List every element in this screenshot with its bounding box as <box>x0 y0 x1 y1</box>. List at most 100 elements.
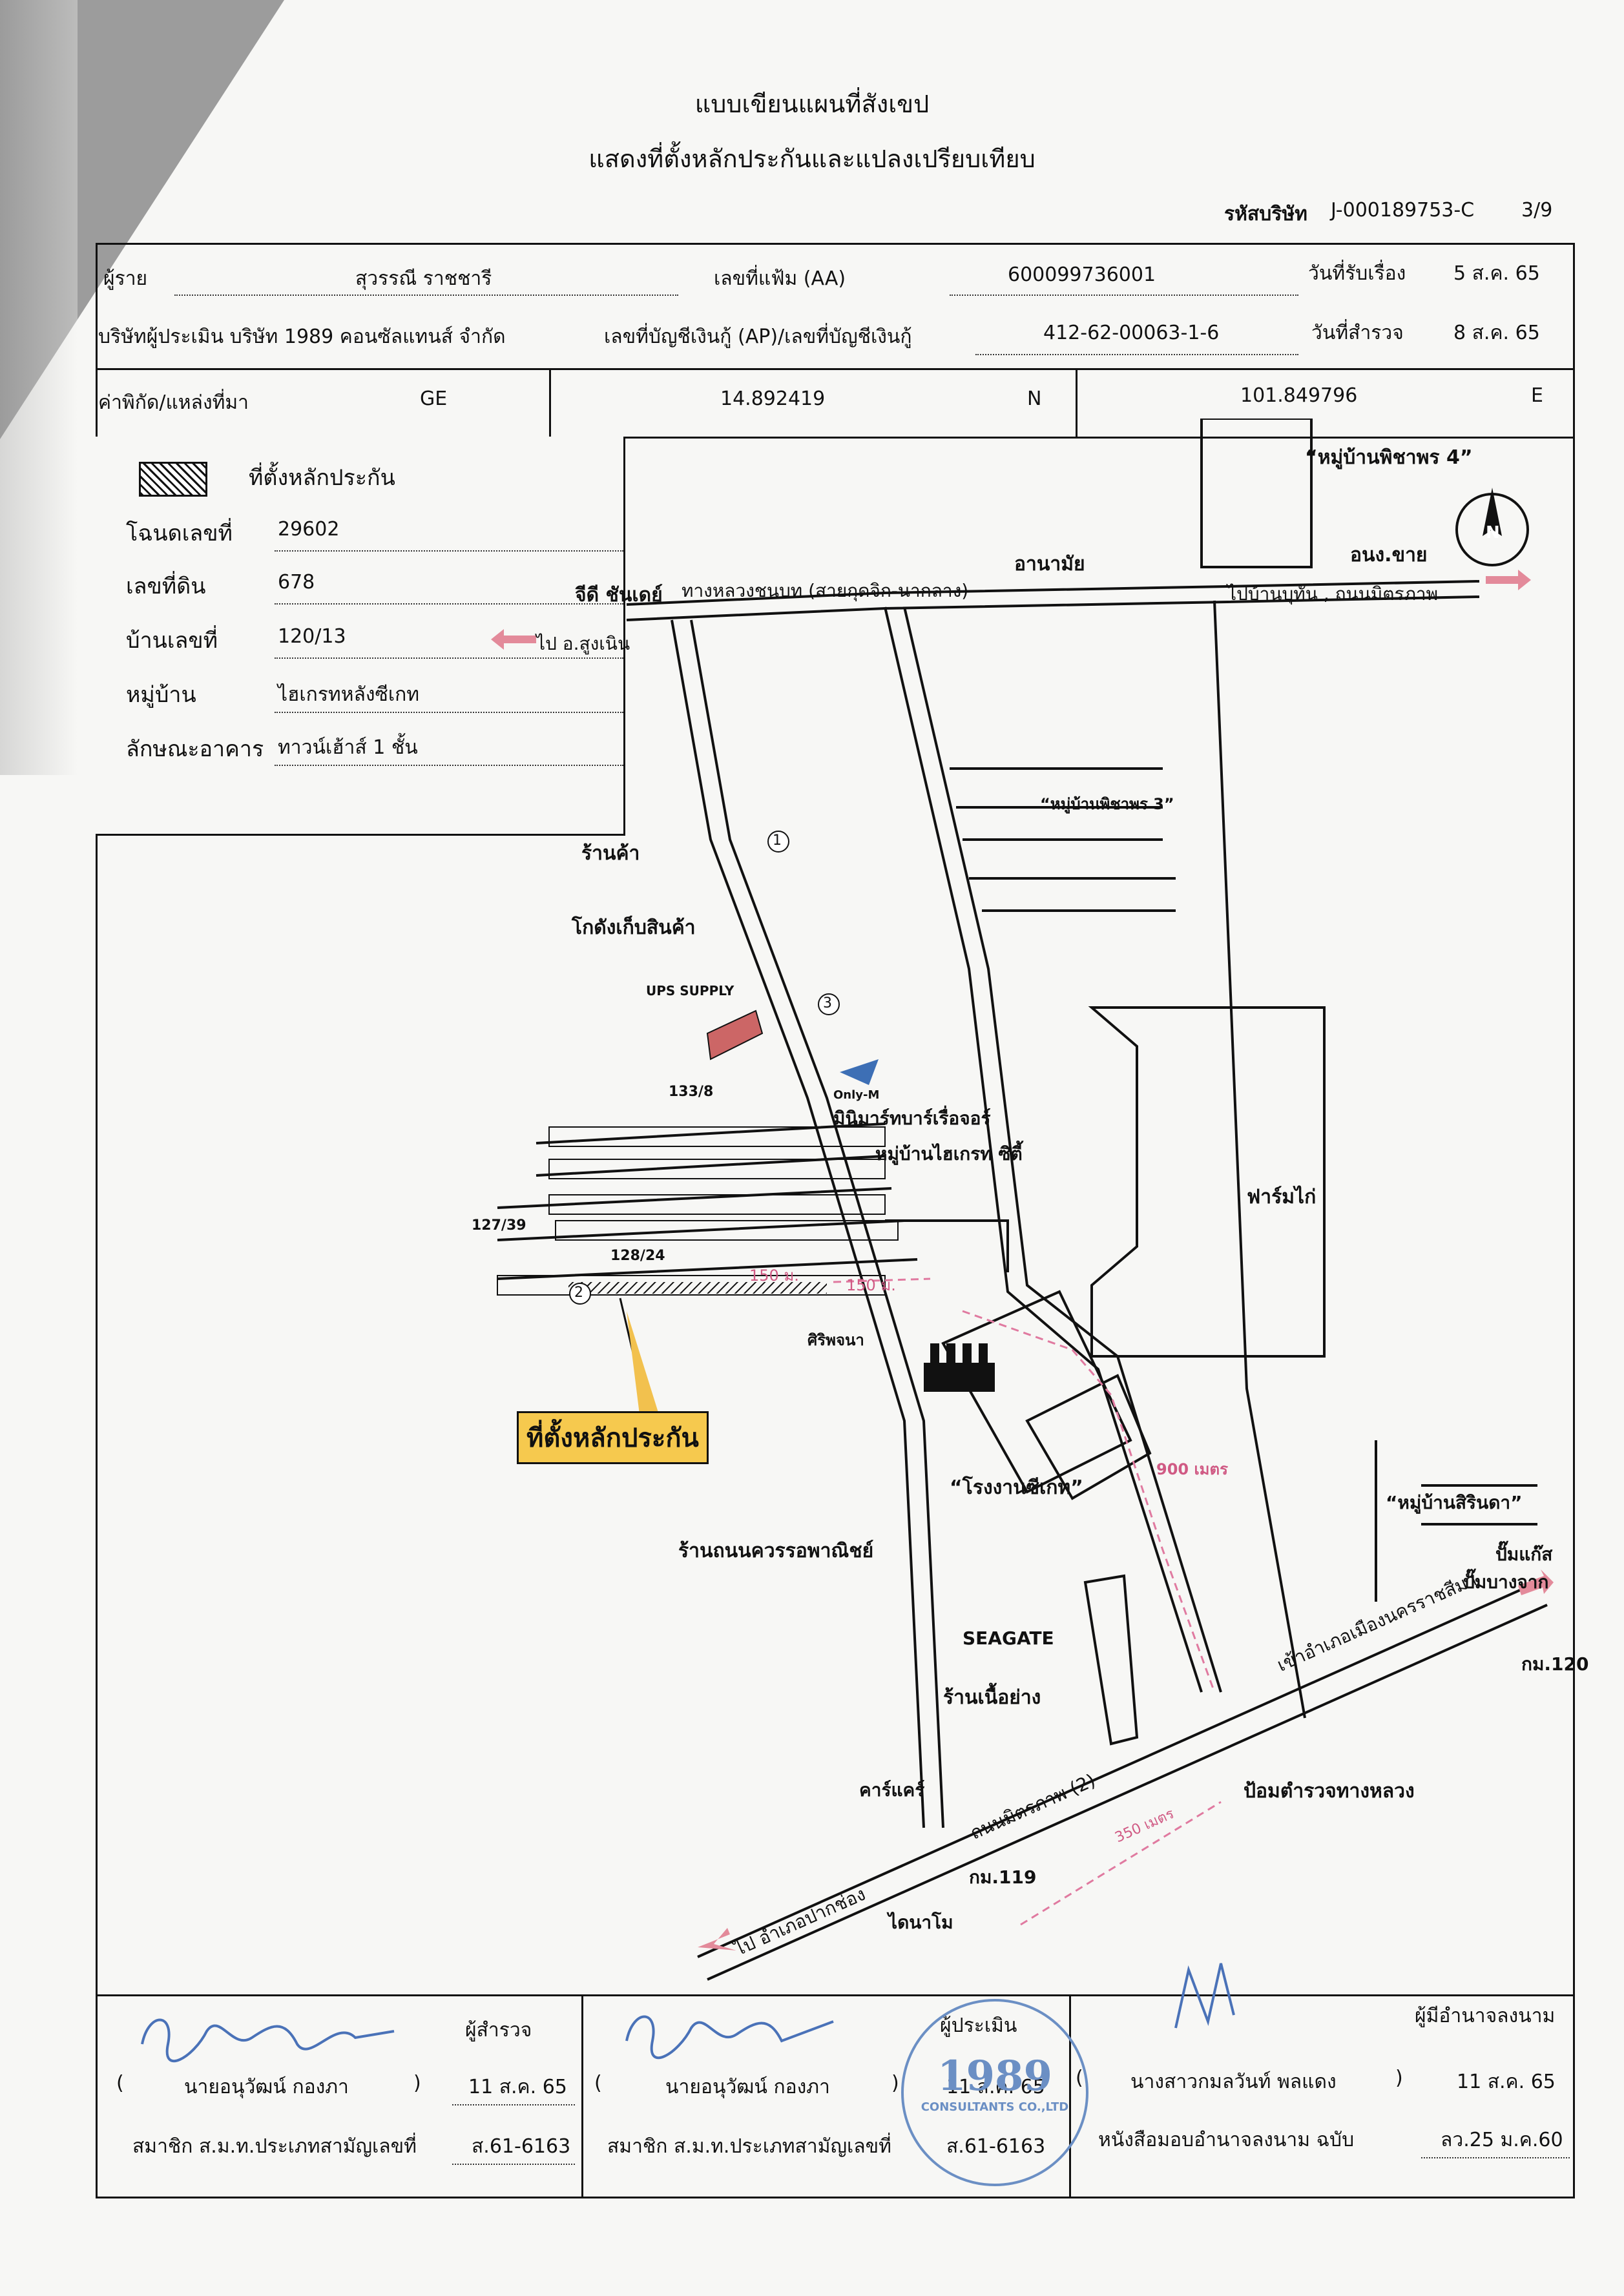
village-name: ไฮเกรทหลังซีเกท <box>278 683 420 706</box>
scan-shadow-edge <box>0 0 78 775</box>
main-road <box>884 606 1203 1693</box>
customer-label: ผู้ราย <box>103 267 148 290</box>
label-noodle: ร้านเนื้อย่าง <box>943 1686 1041 1709</box>
dotted-line <box>452 2104 575 2105</box>
surveyor-label: ผู้สำรวจ <box>465 2019 532 2042</box>
label-restaurant: ร้านถนนควรรอพาณิชย์ <box>678 1540 874 1562</box>
rural-road <box>626 580 1480 606</box>
survey-date: 8 ส.ค. 65 <box>1453 322 1540 344</box>
house-label: บ้านเลขที่ <box>126 628 218 654</box>
company-code-label: รหัสบริษัท <box>1224 203 1307 225</box>
page-number: 3/9 <box>1521 199 1553 222</box>
distance-line <box>833 1277 931 1283</box>
label-ups: UPS SUPPLY <box>646 983 734 998</box>
marker-circle <box>767 831 789 853</box>
latitude: 14.892419 <box>720 388 826 410</box>
latitude-dir: N <box>1027 388 1042 410</box>
chicken-farm-outline <box>1088 1006 1326 1358</box>
label-higreat-city: หมู่บ้านไฮเกรท ซิตี้ <box>875 1143 1023 1164</box>
company-code: J-000189753-C <box>1331 199 1475 222</box>
dotted-line <box>975 354 1298 355</box>
deed-label: โฉนดเลขที่ <box>126 521 233 546</box>
label-village-sirinda: “หมู่บ้านสิรินดา” <box>1386 1492 1523 1513</box>
village3-streets <box>950 767 1176 912</box>
label-sripattana: ศิริพจนา <box>807 1331 864 1349</box>
label-orthongchai: อนง.ขาย <box>1350 544 1428 566</box>
distance-line <box>962 1310 1216 1693</box>
surveyor-member-no: ส.61-6163 <box>472 2135 571 2158</box>
col-divider <box>1076 368 1077 438</box>
side-street <box>885 1219 1009 1272</box>
west-road-edge <box>690 619 944 1828</box>
label-carcare: คาร์แคร์ <box>859 1779 925 1801</box>
location-map <box>491 419 1554 1981</box>
label-km119: กม.119 <box>969 1867 1037 1888</box>
label-dist-900: 900 เมตร <box>1156 1460 1228 1478</box>
label-shop: ร้านค้า <box>581 842 640 865</box>
survey-label: วันที่สำรวจ <box>1311 322 1404 344</box>
factory-icon <box>924 1343 995 1392</box>
label-dainamo: ไดนาโม <box>888 1912 953 1933</box>
col-divider <box>549 368 551 438</box>
paren-close: ) <box>891 2072 899 2094</box>
dotted-line <box>275 712 623 713</box>
marker-1: 1 <box>773 833 782 849</box>
poa-label: หนังสือมอบอำนาจลงนาม ฉบับ <box>1098 2129 1355 2151</box>
townhouse-row <box>548 1159 886 1179</box>
village4-block <box>1200 419 1313 568</box>
main-road-edge <box>903 606 1222 1693</box>
marker-circle <box>818 993 840 1015</box>
label-to-sungnoen: ไป อ.สูงเนิน <box>536 633 630 654</box>
townhouse-row <box>548 1194 886 1215</box>
collateral-legend-swatch <box>139 462 207 497</box>
arrow-to-sungnoen <box>491 629 536 650</box>
building-label: ลักษณะอาคาร <box>126 736 264 762</box>
row-divider <box>96 437 1575 439</box>
north-label: N <box>1486 523 1500 543</box>
distance-line <box>1020 1801 1222 1926</box>
title-line-2: แสดงที่ตั้งหลักประกันและแปลงเปรียบเทียบ <box>588 145 1036 173</box>
label-km120: กม.120 <box>1521 1653 1589 1675</box>
file-label: เลขที่แฟ้ม (AA) <box>714 267 846 290</box>
authorized-label: ผู้มีอำนาจลงนาม <box>1415 2005 1556 2027</box>
north-arrow-icon <box>1483 488 1502 536</box>
mittraphap-road-edge <box>707 1604 1548 1981</box>
dotted-line <box>452 2164 575 2165</box>
label-seagate: SEAGATE <box>963 1628 1054 1649</box>
appraiser-signature <box>625 2015 834 2060</box>
sirinda-streets <box>1375 1440 1537 1602</box>
legend-label: ที่ตั้งหลักประกัน <box>249 465 395 491</box>
appraiser-company: บริษัทผู้ประเมิน บริษัท 1989 คอนซัลแทนส์… <box>98 326 506 348</box>
longitude-dir: E <box>1531 384 1543 407</box>
form-frame <box>96 243 1575 2198</box>
poa-date: ลว.25 ม.ค.60 <box>1441 2129 1563 2151</box>
label-village3: “หมู่บ้านพิชาพร 3” <box>1040 795 1174 813</box>
label-gas-1: ปั๊มแก๊ส <box>1495 1544 1553 1565</box>
land-label: เลขที่ดิน <box>126 574 206 599</box>
label-anamai: อานามัย <box>1014 553 1085 575</box>
signature-divider <box>96 1994 1575 1996</box>
authorized-name: นางสาวกมลวันท์ พลแดง <box>1130 2071 1337 2093</box>
label-dist-150a: 150 ม. <box>749 1267 799 1285</box>
title-line-1: แบบเขียนแผนที่สังเขป <box>694 90 930 118</box>
factory-block-1 <box>941 1290 1132 1494</box>
label-gas-2: ปั๊มบางจาก <box>1463 1571 1549 1593</box>
dotted-line <box>1421 2157 1570 2158</box>
surveyor-member-label: สมาชิก ส.ม.ท.ประเภทสามัญเลขที่ <box>132 2135 417 2158</box>
dotted-line <box>174 295 678 296</box>
townhouse-row <box>548 1126 886 1147</box>
authorized-date: 11 ส.ค. 65 <box>1457 2071 1556 2093</box>
surveyor-signature <box>141 2018 395 2063</box>
appraiser-member-label: สมาชิก ส.ม.ท.ประเภทสามัญเลขที่ <box>607 2135 891 2158</box>
account-label: เลขที่บัญชีเงินกู้ (AP)/เลขที่บัญชีเงินก… <box>604 326 912 348</box>
collateral-plot <box>568 1282 827 1294</box>
label-police: ป้อมตำรวจทางหลวง <box>1244 1780 1415 1803</box>
label-onlym: Only-M <box>833 1088 880 1102</box>
lake <box>1083 1574 1139 1746</box>
arrow-to-bannu <box>1486 570 1531 590</box>
label-warehouse: โกดังเก็บสินค้า <box>572 916 696 939</box>
paren-close: ) <box>413 2072 421 2094</box>
seal-text: CONSULTANTS CO.,LTD <box>921 2100 1069 2114</box>
label-to-bannu: ไปบ้านบุทัน , ถนนมิตรภาพ <box>1227 583 1439 605</box>
marker-circle <box>569 1283 591 1305</box>
